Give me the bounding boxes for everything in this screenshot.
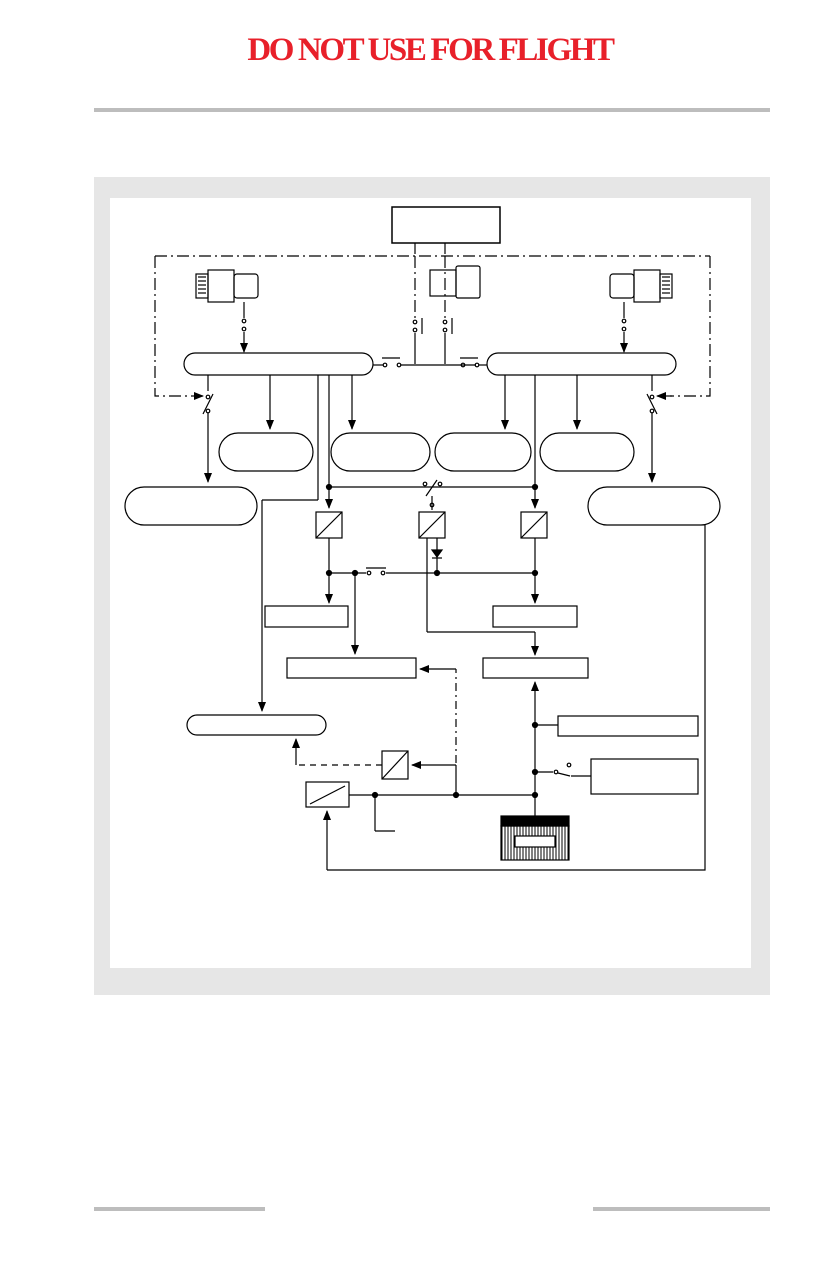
emergency-bus <box>186 714 327 736</box>
left-generator-icon <box>195 269 259 303</box>
diagram-panel-inner <box>110 198 751 968</box>
right-converter <box>520 511 548 539</box>
center-left-secondary-bus <box>330 432 431 472</box>
battery-icon <box>500 815 570 861</box>
left-essential-bus <box>286 657 417 679</box>
right-essential-bus <box>482 657 589 679</box>
footer-rule-right <box>593 1207 770 1211</box>
header-rule <box>94 108 770 112</box>
control-loop-line <box>154 255 711 397</box>
right-main-bus <box>486 352 677 376</box>
left-outer-bus <box>124 486 258 526</box>
ground-power-box <box>590 758 699 795</box>
left-secondary-bus <box>218 432 314 472</box>
footer-rule-left <box>94 1207 265 1211</box>
charger-box <box>305 781 350 808</box>
left-small-bus <box>264 605 349 628</box>
right-generator-icon <box>609 269 673 303</box>
top-control-box <box>391 206 501 244</box>
right-outer-bus <box>587 486 721 526</box>
right-secondary-bus <box>539 432 635 472</box>
center-right-secondary-bus <box>434 432 532 472</box>
center-generator-icon <box>429 265 481 299</box>
center-converter <box>418 511 446 539</box>
left-main-bus <box>183 352 374 376</box>
right-small-bus <box>492 605 578 628</box>
external-power-box <box>557 715 699 737</box>
warning-banner: DO NOT USE FOR FLIGHT <box>247 32 615 68</box>
